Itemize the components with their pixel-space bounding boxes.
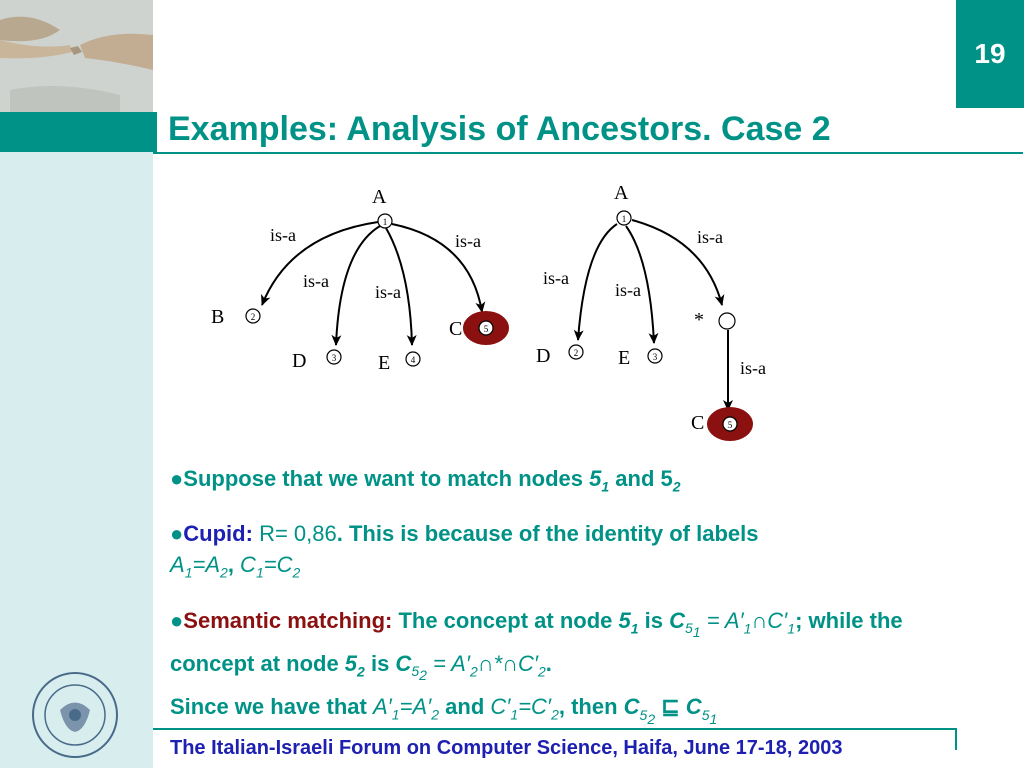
- node-label-b: B: [211, 306, 224, 328]
- edge-a1-c: [391, 223, 486, 313]
- node-label-star: *: [694, 309, 704, 331]
- header-band: [0, 112, 157, 152]
- node-number: 5: [728, 420, 733, 430]
- bullet-item-2: ●Cupid: R= 0,86. This is because of the …: [170, 521, 759, 581]
- math-expression: A1=A2: [170, 552, 228, 581]
- edge-a1-d: [331, 225, 381, 346]
- edge-label: is-a: [615, 280, 641, 300]
- bullet-icon: ●: [170, 607, 184, 633]
- bullet-icon: ●: [170, 466, 184, 491]
- node-label-d2: D: [536, 345, 550, 367]
- node-e2: [647, 348, 663, 364]
- edge-label: is-a: [740, 358, 766, 378]
- edge-label: is-a: [303, 271, 329, 291]
- edge-label: is-a: [543, 268, 569, 288]
- edge-label: is-a: [375, 282, 401, 302]
- slide-footer: The Italian-Israeli Forum on Computer Sc…: [170, 737, 843, 759]
- header-divider: [153, 152, 1023, 154]
- node-b: [245, 308, 261, 324]
- node-number: 3: [332, 353, 337, 363]
- node-label-c2: C: [691, 412, 704, 434]
- node-label-e2: E: [618, 347, 630, 369]
- node-label-a2: A: [614, 182, 629, 204]
- edge-a1-e: [385, 227, 417, 346]
- node-d2: [568, 344, 584, 360]
- left-panel: [0, 152, 153, 768]
- node-label-a1: A: [372, 186, 387, 208]
- fresco-image: [0, 0, 153, 112]
- edge-a2-d: [573, 223, 618, 341]
- node-a2: [616, 210, 632, 226]
- node-a1: [377, 213, 393, 229]
- footer-divider-tick: [955, 728, 957, 750]
- footer-divider: [153, 728, 957, 730]
- edge-label: is-a: [455, 231, 481, 251]
- node-e1: [405, 351, 421, 367]
- node-c1: [478, 320, 494, 336]
- page-number-text: 19: [974, 38, 1006, 69]
- node-number: 4: [411, 355, 416, 365]
- node-c2: [722, 416, 738, 432]
- node-number: 3: [653, 352, 658, 362]
- slide-title: Examples: Analysis of Ancestors. Case 2: [168, 110, 831, 148]
- edge-a1-b: [261, 221, 379, 306]
- bullet-item-3: ●Semantic matching: The concept at node …: [170, 607, 903, 727]
- node-number: 2: [574, 348, 579, 358]
- edge-a2-star: [631, 219, 725, 306]
- bullet-icon: ●: [170, 521, 184, 547]
- node-d1: [326, 349, 342, 365]
- page-number: 19: [956, 0, 1024, 108]
- node-label-e1: E: [378, 352, 390, 374]
- node-number: 5: [484, 324, 489, 334]
- node-label-d1: D: [292, 350, 306, 372]
- node-star: [718, 312, 736, 330]
- edge-label: is-a: [697, 227, 723, 247]
- node-number: 1: [383, 217, 388, 227]
- node-label-c1: C: [449, 318, 462, 340]
- university-seal-logo: [32, 672, 118, 758]
- edge-a2-e: [625, 225, 659, 344]
- bullet-list: ●Suppose that we want to match nodes 51 …: [170, 463, 950, 750]
- ancestor-diagram: is-a is-a is-a is-a is-a is-a is-a is-a …: [211, 182, 766, 441]
- node-number: 2: [251, 312, 256, 322]
- bullet-item-1: ●Suppose that we want to match nodes 51 …: [170, 466, 681, 495]
- edge-label: is-a: [270, 225, 296, 245]
- node-number: 1: [622, 214, 627, 224]
